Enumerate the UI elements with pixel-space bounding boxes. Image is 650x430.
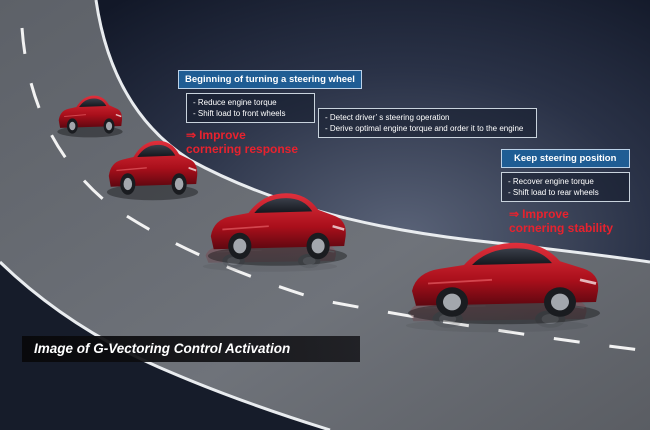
lane-dash-line [20,27,641,352]
callout-list: - Detect driver’ s steering operation - … [318,108,537,138]
caption-banner: Image of G-Vectoring Control Activation [22,336,360,362]
result-line-1: Improve [522,207,569,221]
result-line-2: cornering response [186,142,299,156]
arrow-icon: ⇒ [186,128,197,142]
callout-item: - Detect driver’ s steering operation [325,113,450,122]
callout-keep-steering: Keep steering position - Recover engine … [501,149,630,235]
callout-title: Keep steering position [501,149,630,168]
callout-item: - Reduce engine torque [193,98,277,107]
road-edge-inner [0,260,331,430]
callout-steering-detection: - Detect driver’ s steering operation - … [318,108,537,138]
callout-item: - Derive optimal engine torque and order… [325,124,524,133]
callout-item: - Recover engine torque [508,177,594,186]
callout-list: - Reduce engine torque - Shift load to f… [186,93,315,123]
result-line-2: cornering stability [509,221,614,235]
result-improve-stability: ⇒Improve cornering stability [509,207,630,235]
callout-list: - Recover engine torque - Shift load to … [501,172,630,202]
arrow-icon: ⇒ [509,207,520,221]
callout-beginning-of-turning: Beginning of turning a steering wheel - … [178,70,362,156]
callout-item: - Shift load to rear wheels [508,188,599,197]
result-line-1: Improve [199,128,246,142]
callout-item: - Shift load to front wheels [193,109,286,118]
road-inner-shoulder [0,262,330,430]
callout-title: Beginning of turning a steering wheel [178,70,362,89]
result-improve-response: ⇒Improve cornering response [186,128,362,156]
